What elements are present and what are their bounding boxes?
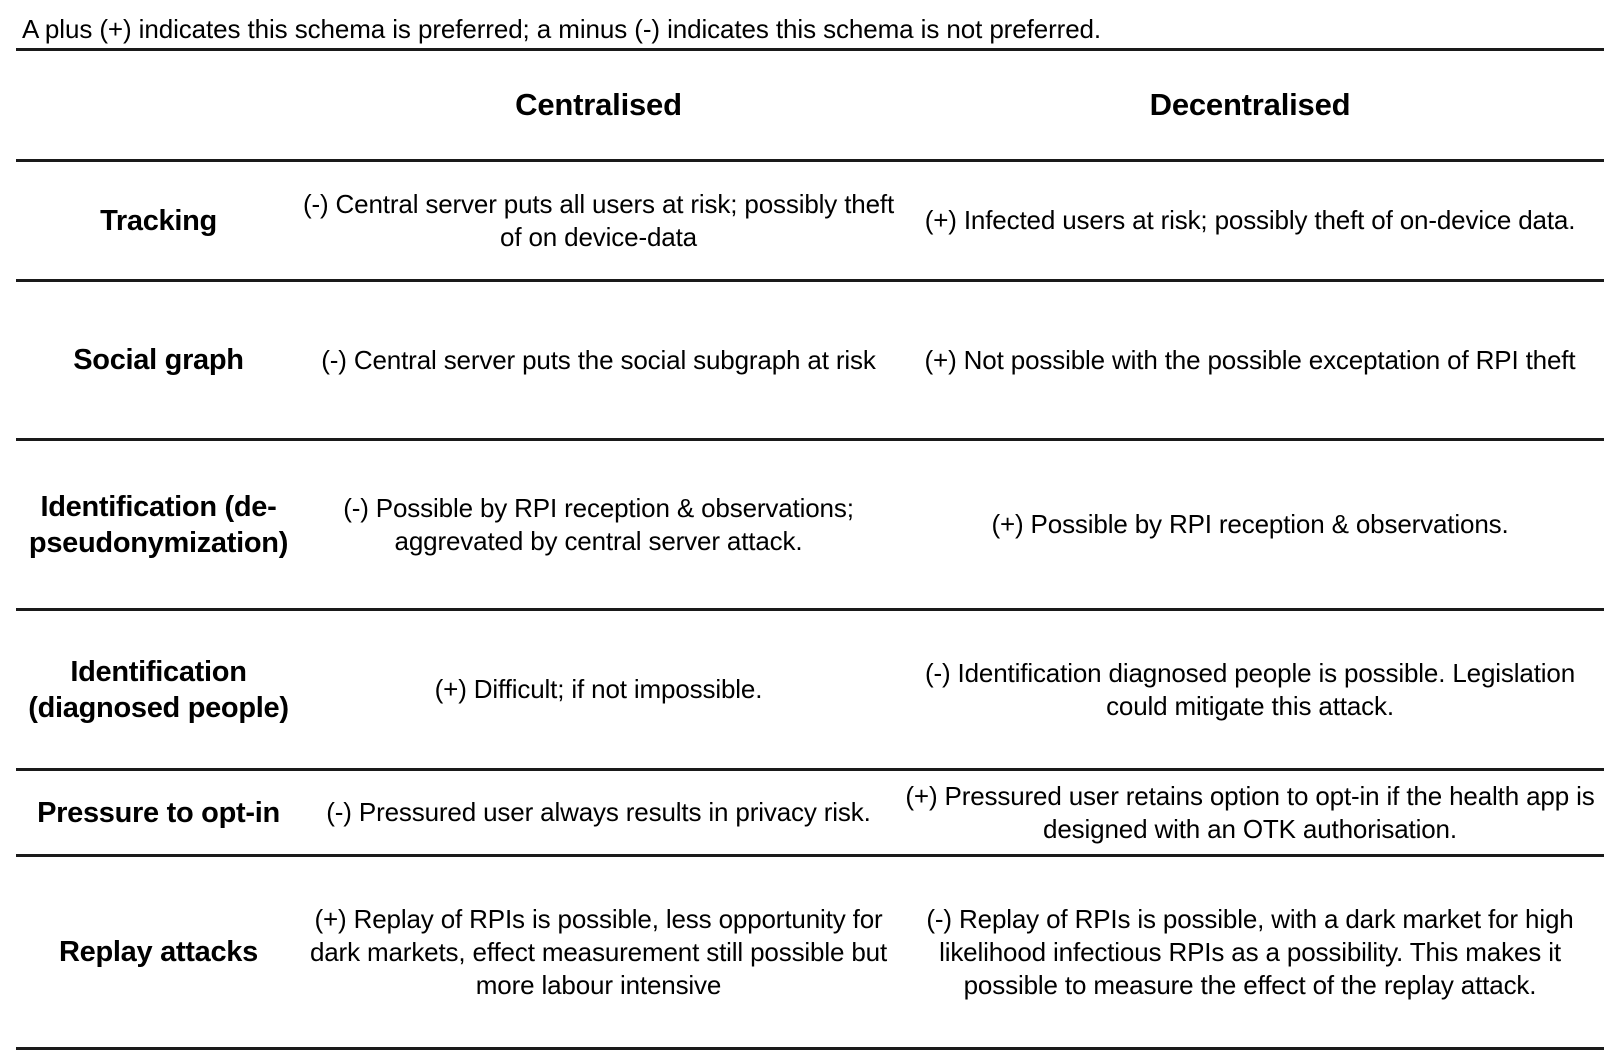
table-row: Replay attacks (+) Replay of RPIs is pos… [16, 854, 1604, 1047]
table-caption: A plus (+) indicates this schema is pref… [22, 14, 1102, 44]
cell-identification-de-pseudonymization-decentralised: (+) Possible by RPI reception & observat… [896, 438, 1604, 610]
header-decentralised: Decentralised [1149, 87, 1351, 122]
table-row: Social graph (-) Central server puts the… [16, 279, 1604, 440]
cell-replay-attacks-centralised: (+) Replay of RPIs is possible, less opp… [301, 854, 896, 1047]
cell-identification-de-pseudonymization-centralised: (-) Possible by RPI reception & observat… [301, 438, 896, 610]
header-label-column [16, 51, 301, 161]
cell-pressure-to-opt-in-centralised: (-) Pressured user always results in pri… [301, 768, 896, 856]
table-header-row: Centralised Decentralised [16, 51, 1604, 161]
comparison-table: Centralised Decentralised Tracking (-) C… [16, 51, 1604, 1047]
table-row: Identification (diagnosed people) (+) Di… [16, 608, 1604, 770]
cell-identification-diagnosed-people-centralised: (+) Difficult; if not impossible. [301, 608, 896, 770]
row-label-identification-diagnosed-people: Identification (diagnosed people) [16, 608, 301, 770]
cell-social-graph-centralised: (-) Central server puts the social subgr… [301, 279, 896, 440]
table-row: Identification (de-pseudonymization) (-)… [16, 438, 1604, 610]
row-label-social-graph: Social graph [16, 279, 301, 440]
table-row: Pressure to opt-in (-) Pressured user al… [16, 768, 1604, 856]
cell-tracking-centralised: (-) Central server puts all users at ris… [301, 159, 896, 281]
table-row: Tracking (-) Central server puts all use… [16, 159, 1604, 281]
caption-divider-rule [16, 48, 1604, 51]
row-label-tracking: Tracking [16, 159, 301, 281]
row-label-identification-de-pseudonymization: Identification (de-pseudonymization) [16, 438, 301, 610]
cell-tracking-decentralised: (+) Infected users at risk; possibly the… [896, 159, 1604, 281]
table-bottom-rule [16, 1047, 1604, 1050]
cell-identification-diagnosed-people-decentralised: (-) Identification diagnosed people is p… [896, 608, 1604, 770]
cell-social-graph-decentralised: (+) Not possible with the possible excep… [896, 279, 1604, 440]
cell-pressure-to-opt-in-decentralised: (+) Pressured user retains option to opt… [896, 768, 1604, 856]
row-label-pressure-to-opt-in: Pressure to opt-in [16, 768, 301, 856]
row-label-replay-attacks: Replay attacks [16, 854, 301, 1047]
cell-replay-attacks-decentralised: (-) Replay of RPIs is possible, with a d… [896, 854, 1604, 1047]
header-centralised: Centralised [515, 87, 682, 122]
